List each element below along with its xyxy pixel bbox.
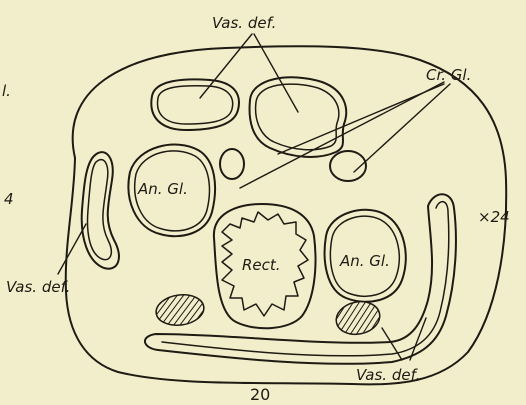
label-leaders	[58, 34, 450, 360]
margin-fragment-lower: 4	[4, 190, 14, 208]
label-an-gl-left: An. Gl.	[137, 180, 188, 198]
body-outline	[66, 46, 506, 384]
label-rect: Rect.	[242, 256, 281, 274]
cowpers-gland-left	[220, 149, 244, 179]
vas-deferens-left	[82, 152, 119, 269]
hatched-organ-right	[333, 298, 383, 338]
figure-number: 20	[250, 385, 270, 404]
magnification-label: ×24	[478, 208, 510, 226]
label-an-gl-right: An. Gl.	[339, 252, 390, 270]
margin-fragment-upper: l.	[2, 82, 11, 100]
vas-deferens-upper-left	[151, 79, 239, 130]
label-cr-gl: Cr. Gl.	[426, 66, 471, 84]
label-vas-def-top: Vas. def.	[212, 14, 276, 32]
label-vas-def-bottom: Vas. def.	[356, 366, 420, 384]
label-vas-def-left: Vas. def.	[6, 278, 70, 296]
hatched-organ-left	[154, 292, 206, 328]
